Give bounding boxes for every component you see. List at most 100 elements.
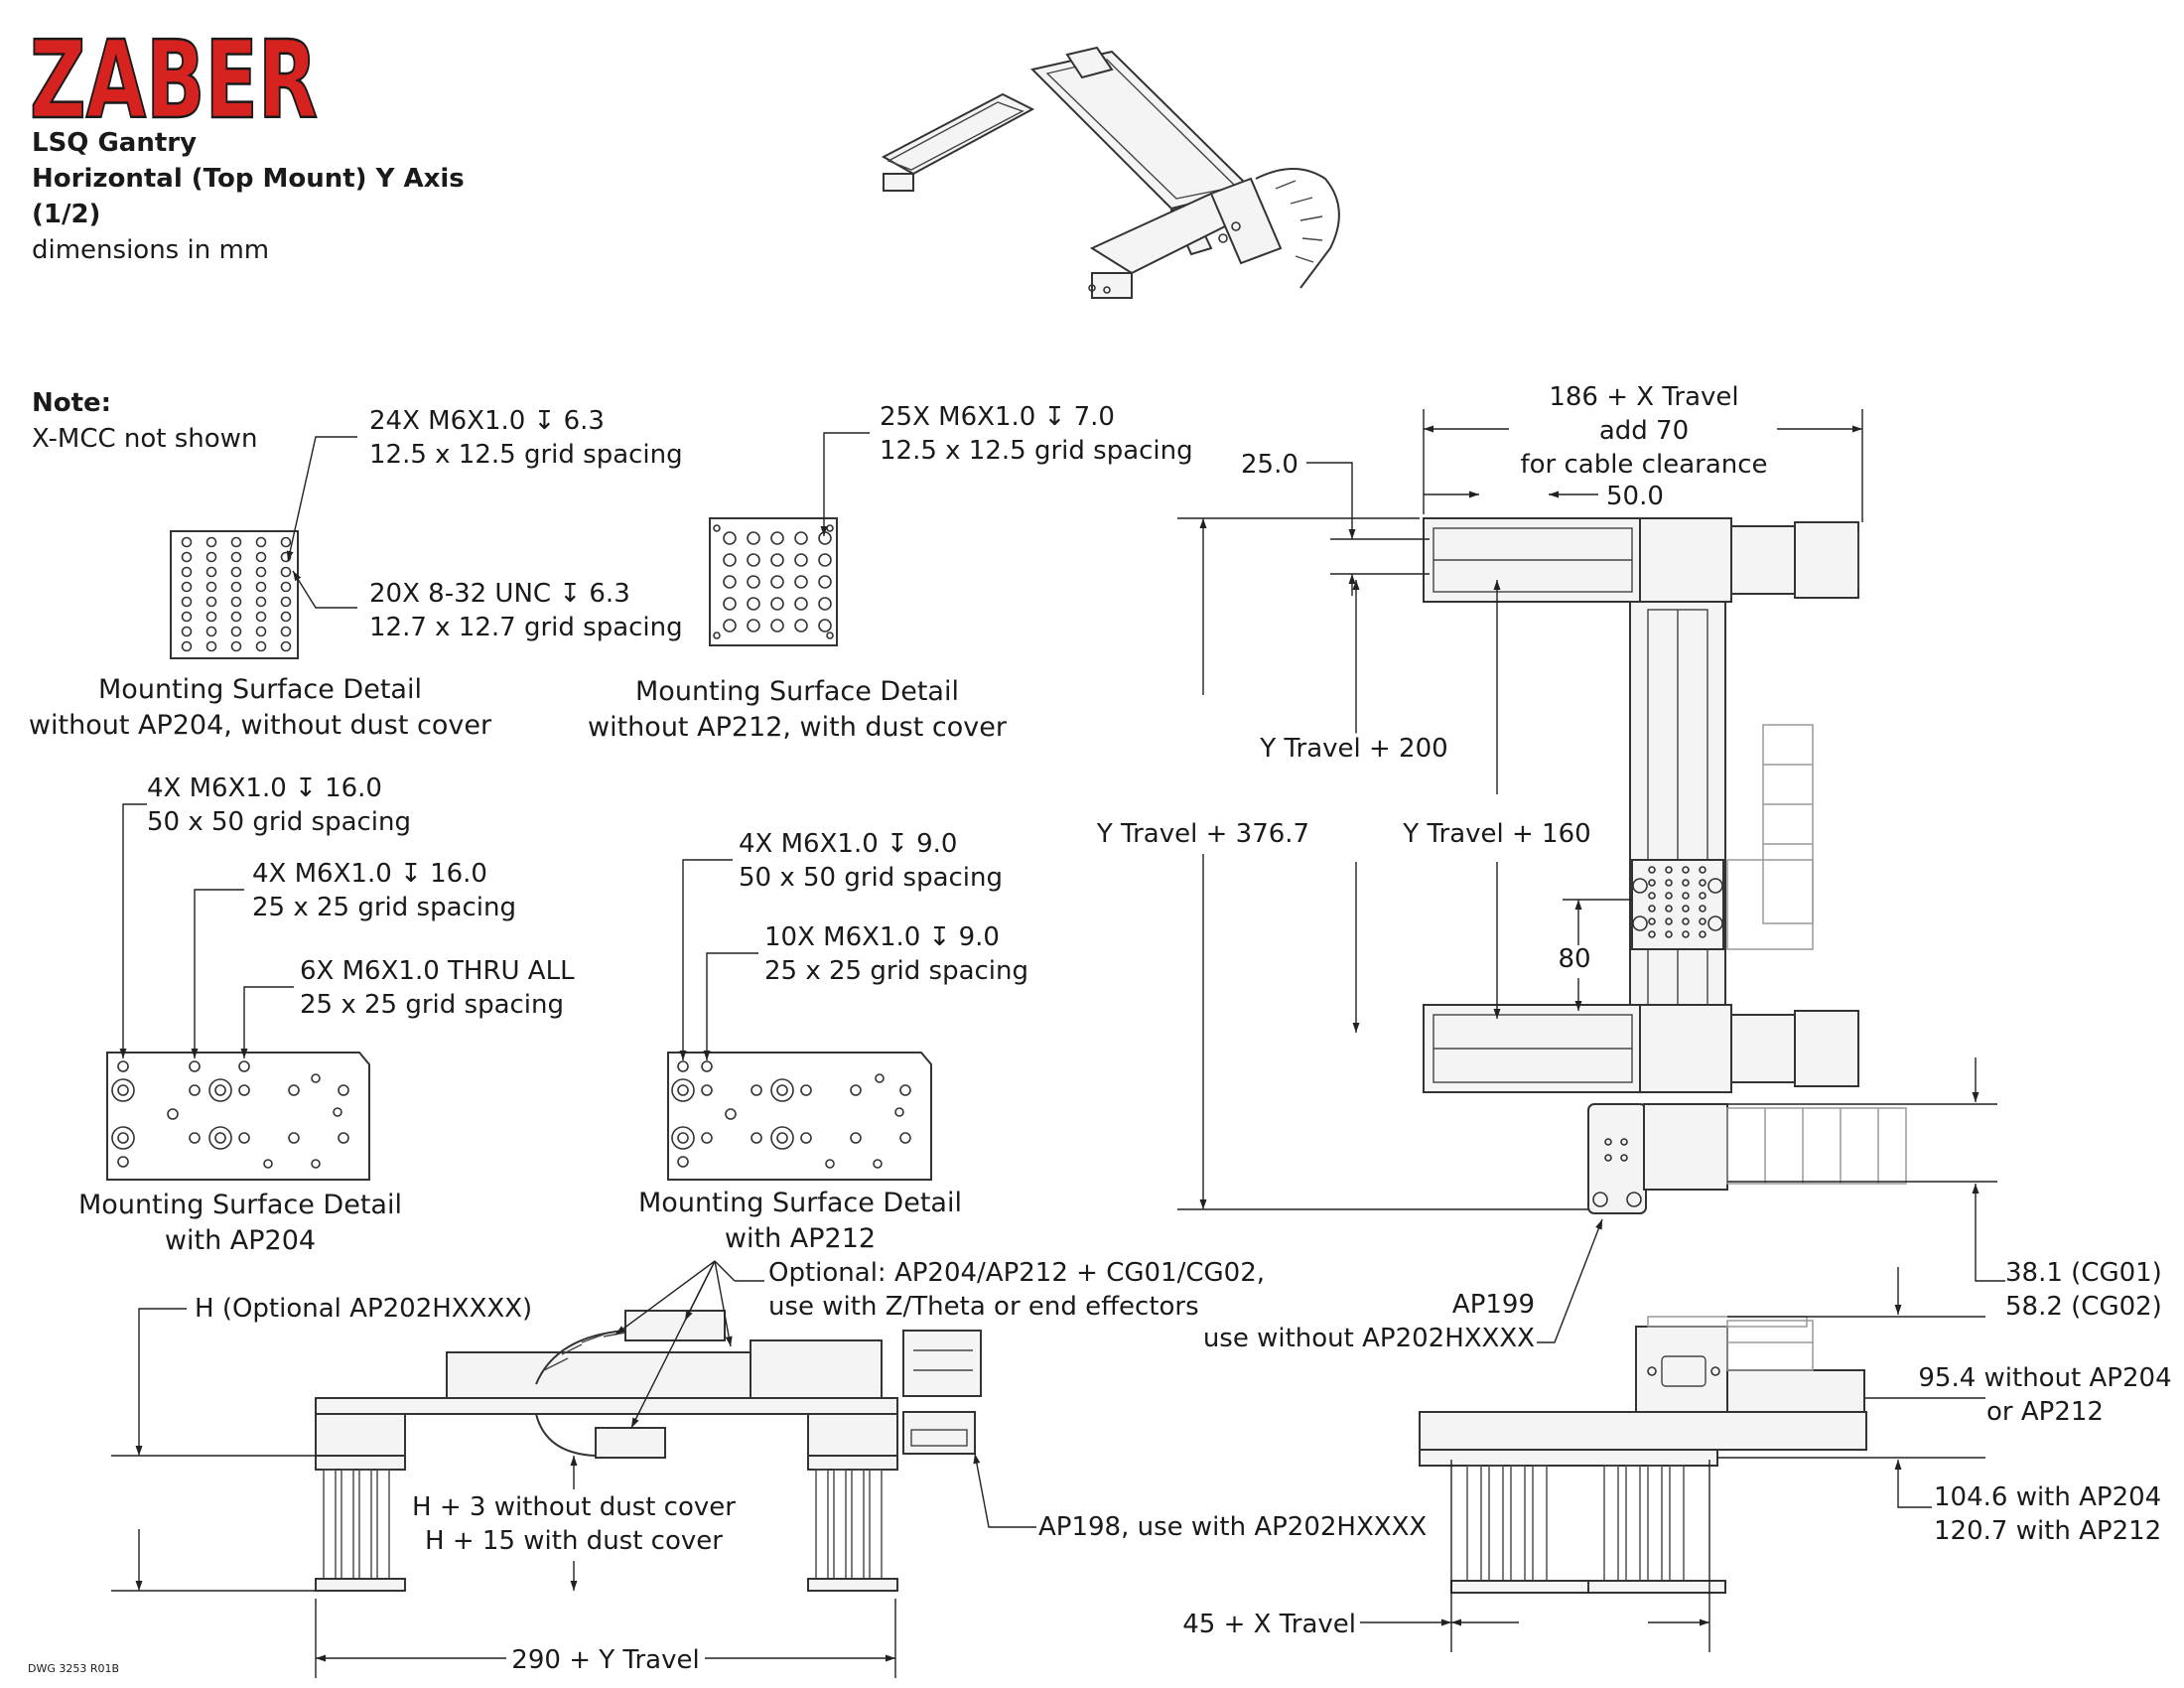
dim-104-l1: 104.6 with AP204 [1934,1482,2161,1512]
mount-hole [826,632,834,639]
mount-hole [794,597,808,611]
optional-l2: use with Z/Theta or end effectors [768,1292,1199,1322]
mount-hole [181,611,193,623]
carriage-hole [1682,905,1690,913]
mount-hole [723,619,737,633]
mount-hole [723,575,737,589]
mount-hole [205,640,217,652]
no204-callout2-l2: 12.7 x 12.7 grid spacing [369,613,683,642]
support-leg [376,1469,390,1580]
mount-hole [255,536,267,548]
title-line2: Horizontal (Top Mount) Y Axis [32,164,465,194]
carriage-hole [1682,866,1690,874]
no204-callout1-l2: 12.5 x 12.5 grid spacing [369,440,683,470]
mount-hole [255,596,267,608]
mount-hole [723,553,737,567]
mount-hole [181,640,193,652]
support-leg [869,1469,883,1580]
mount-hole [230,596,242,608]
mount-hole [770,553,784,567]
mount-hole [818,531,832,545]
ap199-l1: AP199 [1452,1290,1535,1320]
mount-hole [181,626,193,637]
h-label: H (Optional AP202HXXXX) [195,1294,532,1324]
mount-hole [280,611,292,623]
support-leg [358,1469,372,1580]
detail-with-ap204 [106,803,370,1181]
mount-hole [230,566,242,578]
ap212-callout2-l2: 25 x 25 grid spacing [764,956,1028,986]
mount-hole [818,575,832,589]
support-leg [1532,1465,1548,1582]
carriage-hole [1682,892,1690,900]
carriage-hole [1648,866,1656,874]
top-view [1177,409,2005,1343]
mount-hole [181,551,193,563]
carriage-hole [1665,866,1673,874]
support-leg [341,1469,354,1580]
ap204-caption-l2: with AP204 [165,1225,316,1256]
carriage-hole [1682,930,1690,938]
carriage-hole [1648,930,1656,938]
mount-hole [230,611,242,623]
mount-hole [255,640,267,652]
mount-hole [181,596,193,608]
mount-hole [826,524,834,532]
ap212-caption-l1: Mounting Surface Detail [638,1188,962,1218]
mount-hole [255,551,267,563]
mount-hole [280,581,292,593]
support-leg [1510,1465,1526,1582]
ap212-callout1-l2: 50 x 50 grid spacing [739,863,1003,893]
mount-hole [280,566,292,578]
carriage-hole [1665,879,1673,887]
support-leg [323,1469,337,1580]
mount-hole [181,536,193,548]
mount-hole [747,531,760,545]
detail-no-ap204 [170,436,357,659]
mount-hole [818,619,832,633]
no212-caption-l1: Mounting Surface Detail [635,676,959,707]
support-leg [1488,1465,1504,1582]
dim-cg-l1: 38.1 (CG01) [2005,1258,2162,1288]
dim-95-l2: or AP212 [1986,1397,2104,1427]
mount-hole [818,597,832,611]
optional-l1: Optional: AP204/AP212 + CG01/CG02, [768,1258,1265,1288]
support-leg [1625,1465,1641,1582]
ap204-callout2-l1: 4X M6X1.0 ↧ 16.0 [252,859,487,889]
mount-hole [205,626,217,637]
dim-y376: Y Travel + 376.7 [1096,819,1309,849]
ap204-caption-l1: Mounting Surface Detail [78,1190,402,1220]
mount-hole [770,531,784,545]
mount-hole [794,531,808,545]
dim-y160: Y Travel + 160 [1402,819,1590,849]
mount-hole [280,536,292,548]
carriage-hole [1699,917,1706,925]
carriage-hole [1699,879,1706,887]
mount-hole [230,626,242,637]
mount-hole [770,575,784,589]
mount-hole [280,640,292,652]
dim-cg-l2: 58.2 (CG02) [2005,1292,2162,1322]
mount-hole [794,619,808,633]
ap204-callout1-l2: 50 x 50 grid spacing [147,807,411,837]
carriage-hole [1665,905,1673,913]
h3-l2: H + 15 with dust cover [425,1526,723,1556]
ap204-callout3-l2: 25 x 25 grid spacing [300,990,564,1020]
mount-hole [230,536,242,548]
support-leg [1647,1465,1663,1582]
dim-104-l2: 120.7 with AP212 [1934,1516,2161,1546]
mount-hole [181,566,193,578]
carriage-hole [1632,878,1648,894]
mount-hole [230,581,242,593]
mount-hole [205,566,217,578]
detail-with-ap212 [667,859,932,1181]
mount-hole [770,619,784,633]
end-width: 45 + X Travel [1182,1610,1356,1639]
support-leg [1669,1465,1685,1582]
carriage-hole [1682,879,1690,887]
support-leg [1603,1465,1619,1582]
mount-hole [770,597,784,611]
dim-25: 25.0 [1241,450,1298,480]
mount-hole [794,553,808,567]
isometric-view [881,46,1340,299]
